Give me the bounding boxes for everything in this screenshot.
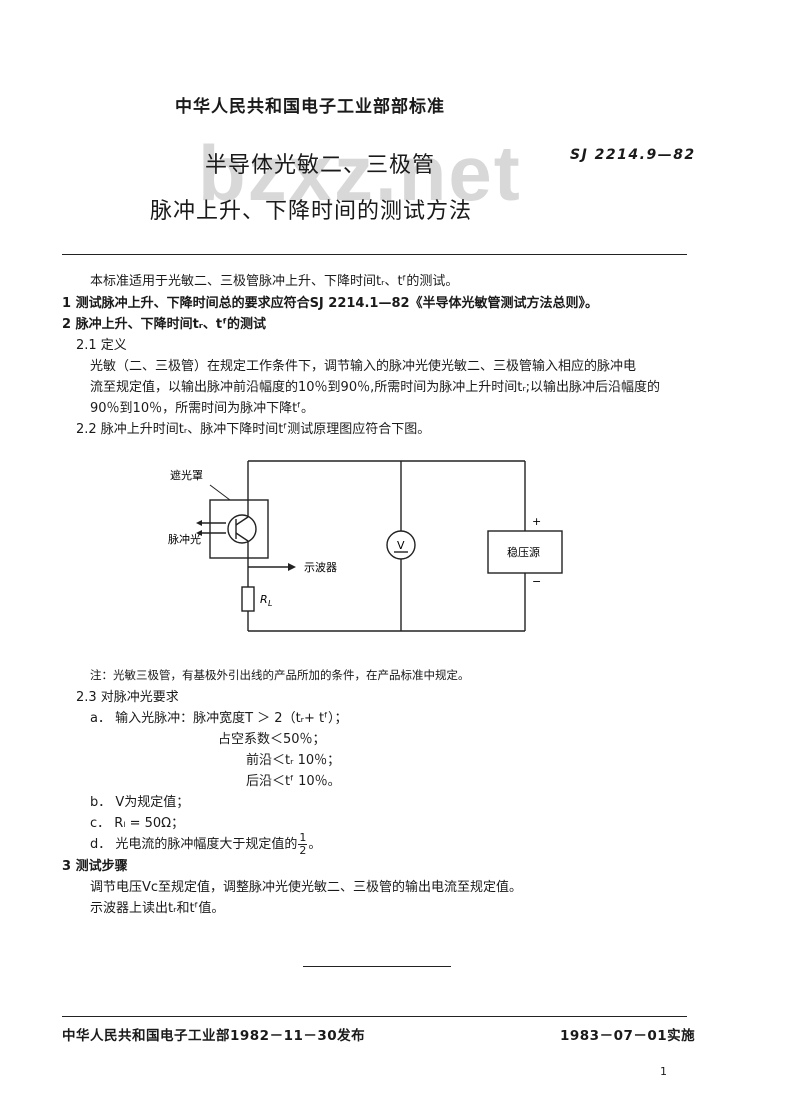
section-2-1-heading: 2.1 定义: [76, 338, 127, 353]
requirement-d-text: d． 光电流的脉冲幅度大于规定值的: [90, 837, 298, 852]
section-1: 1 测试脉冲上升、下降时间总的要求应符合SJ 2214.1—82《半导体光敏管测…: [62, 296, 599, 311]
oscilloscope-arrow-icon: [288, 563, 296, 571]
light-shield-box: [209, 499, 269, 559]
intro-paragraph: 本标准适用于光敏二、三极管脉冲上升、下降时间tᵣ、tᶠ的测试。: [90, 274, 459, 289]
requirement-a-trailing-edge: 后沿＜tᶠ 10％。: [246, 774, 341, 789]
end-of-text-rule: [303, 966, 451, 967]
section-2-heading: 2 脉冲上升、下降时间tᵣ、tᶠ的测试: [62, 317, 267, 332]
shield-label: 遮光罩: [170, 468, 203, 482]
pulse-light-label: 脉冲光: [168, 532, 201, 546]
watermark: bzxz.net: [198, 129, 522, 217]
section-3-heading: 3 测试步骤: [62, 859, 128, 874]
phototransistor-symbol: [227, 514, 257, 544]
issuing-standard-heading: 中华人民共和国电子工业部部标准: [175, 97, 445, 117]
document-title-line2: 脉冲上升、下降时间的测试方法: [150, 199, 473, 224]
requirement-a-leading-edge: 前沿＜tᵣ 10％；: [246, 753, 341, 768]
voltmeter-label: V: [397, 539, 405, 552]
shield-leader-line: [209, 484, 231, 501]
effective-date: 1983－07－01实施: [560, 1028, 696, 1044]
definition-line-3: 90％到10％，所需时间为脉冲下降tᶠ。: [90, 401, 315, 416]
test-step-line-2: 示波器上读出tᵣ和tᶠ值。: [90, 901, 225, 916]
requirement-a-duty-cycle: 占空系数＜50％；: [218, 732, 326, 747]
requirement-d-end: 。: [308, 837, 322, 852]
oscilloscope-label: 示波器: [304, 561, 337, 574]
test-circuit-diagram: 遮光罩 脉冲光 示波器 R L V 稳压源 + −: [168, 460, 563, 632]
psu-plus-label: +: [532, 515, 541, 528]
section-2-2-heading: 2.2 脉冲上升时间tᵣ、脉冲下降时间tᶠ测试原理图应符合下图。: [76, 422, 431, 437]
requirement-c: c． Rₗ = 50Ω；: [90, 816, 185, 831]
psu-label: 稳压源: [507, 545, 540, 559]
standard-number: SJ 2214.9—82: [570, 147, 696, 163]
requirement-a: a． 输入光脉冲：脉冲宽度T ＞ 2（tᵣ+ tᶠ）；: [90, 711, 348, 726]
test-step-line-1: 调节电压Vᴄ至规定值，调整脉冲光使光敏二、三极管的输出电流至规定值。: [90, 880, 523, 895]
page-number: 1: [660, 1065, 667, 1078]
psu-minus-label: −: [532, 575, 541, 588]
load-resistor: [241, 586, 255, 612]
resistor-label: R: [260, 593, 268, 606]
footer-divider: [62, 1016, 687, 1017]
definition-line-2: 流至规定值，以输出脉冲前沿幅度的10％到90％,所需时间为脉冲上升时间tᵣ;以输…: [90, 380, 661, 395]
fraction-numerator: 1: [298, 831, 308, 845]
header-divider: [62, 254, 687, 255]
document-title-line1: 半导体光敏二、三极管: [205, 153, 436, 178]
fraction-denominator: 2: [299, 844, 307, 857]
issue-date: 中华人民共和国电子工业部1982－11－30发布: [62, 1028, 366, 1044]
section-2-3-heading: 2.3 对脉冲光要求: [76, 690, 179, 705]
definition-line-1: 光敏（二、三极管）在规定工作条件下，调节输入的脉冲光使光敏二、三极管输入相应的脉…: [90, 359, 637, 374]
requirement-b: b． V为规定值；: [90, 795, 190, 810]
resistor-label-subscript: L: [268, 599, 272, 608]
diagram-note: 注：光敏三极管，有基极外引出线的产品所加的条件，在产品标准中规定。: [90, 668, 470, 682]
